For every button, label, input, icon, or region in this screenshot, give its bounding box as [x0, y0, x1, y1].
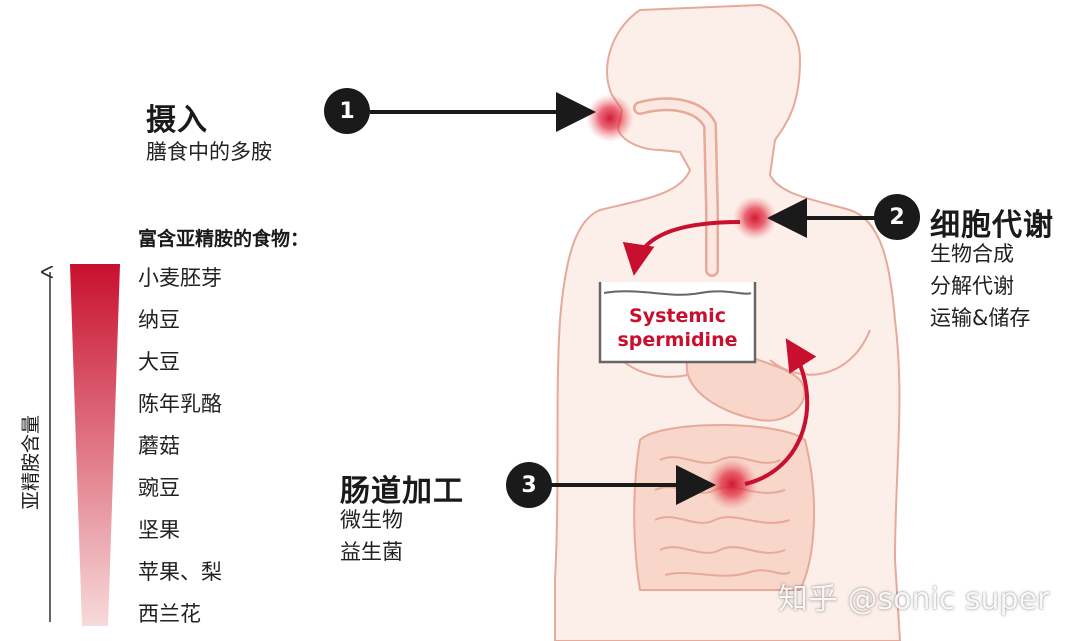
esophagus-inner — [635, 99, 717, 275]
step-1-badge: 1 — [324, 88, 370, 134]
food-item: 小麦胚芽 — [138, 266, 222, 290]
step-3-badge: 3 — [506, 462, 552, 508]
step-1-title: 摄入 — [146, 103, 208, 138]
glow-gut — [706, 458, 758, 510]
step-2-badge: 2 — [874, 194, 920, 240]
container-label-line-1: Systemic — [629, 305, 726, 327]
container-label-line-2: spermidine — [617, 329, 738, 351]
glow-mouth — [586, 94, 634, 142]
food-item: 苹果、梨 — [138, 560, 222, 584]
step-2-line-transport: 运输&储存 — [930, 306, 1031, 330]
step-2-line-catabolism: 分解代谢 — [930, 274, 1014, 298]
food-item: 大豆 — [138, 350, 180, 374]
food-item: 坚果 — [138, 518, 180, 542]
step-2-title: 细胞代谢 — [930, 208, 1054, 243]
container-label: Systemic spermidine — [600, 304, 755, 352]
food-item: 西兰花 — [138, 602, 201, 626]
food-item: 豌豆 — [138, 476, 180, 500]
glow-cell — [733, 196, 777, 240]
container — [598, 282, 757, 364]
step-1-subtitle: 膳食中的多胺 — [146, 140, 272, 164]
spermidine-gradient-bar — [70, 264, 120, 626]
step-3-line-microbes: 微生物 — [340, 508, 403, 532]
step-3-line-probiotics: 益生菌 — [340, 540, 403, 564]
step-3-lines: 微生物 益生菌 — [340, 504, 403, 568]
food-item: 纳豆 — [138, 308, 180, 332]
food-list-header: 富含亚精胺的食物： — [138, 228, 310, 250]
axis-label: 亚精胺含量 — [20, 414, 42, 510]
food-item: 蘑菇 — [138, 434, 180, 458]
step-3-title: 肠道加工 — [340, 474, 464, 509]
chest-contour-2 — [769, 329, 871, 376]
step-2-line-biosynthesis: 生物合成 — [930, 242, 1014, 266]
red-arrow-cell-to-pool — [622, 220, 741, 276]
container-water — [603, 290, 752, 296]
watermark: 知乎 @sonic super — [778, 582, 1050, 617]
red-arrow-gut-to-pool — [744, 338, 817, 486]
food-item: 陈年乳酪 — [138, 392, 222, 416]
step-2-lines: 生物合成 分解代谢 运输&储存 — [930, 238, 1030, 334]
